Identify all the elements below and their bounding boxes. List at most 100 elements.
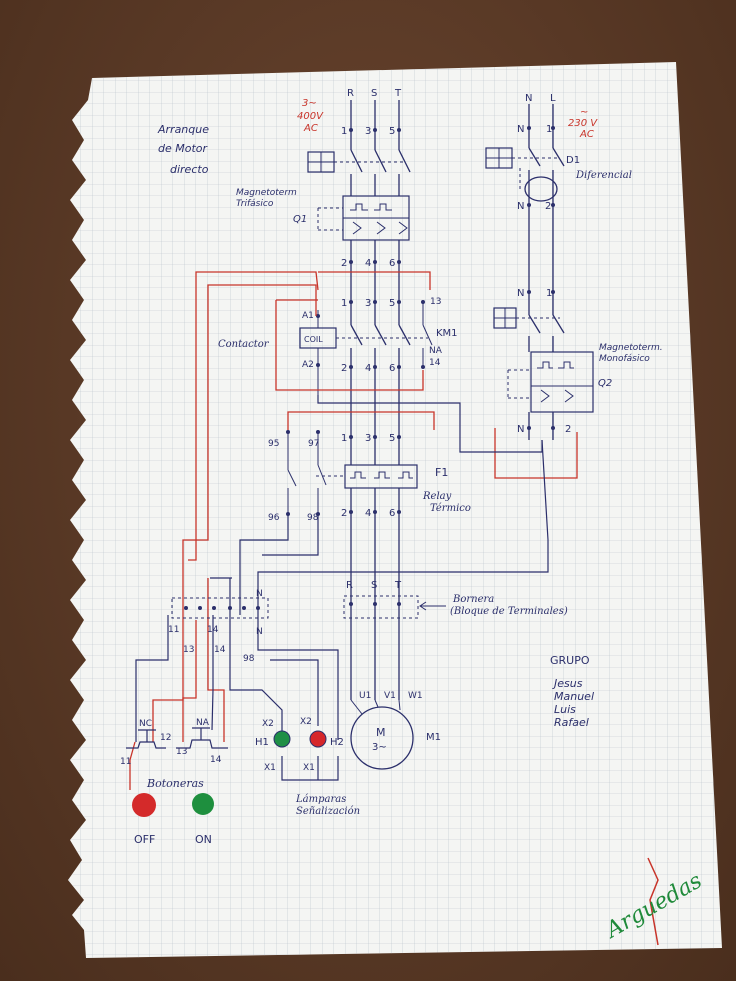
- btn-label: Botoneras: [146, 777, 204, 790]
- supply-3ph-voltage: 3~: [302, 98, 317, 109]
- aux-n-bot: N: [256, 627, 263, 637]
- bornera-t: T: [394, 580, 402, 591]
- group-title: GRUPO: [550, 654, 590, 667]
- bornera-label-2: (Bloque de Terminales): [450, 606, 568, 617]
- btn-off-label: OFF: [134, 833, 155, 846]
- diagram-title: Arranque de Motor directo: [157, 123, 209, 176]
- f1-t3: 3: [365, 433, 371, 444]
- q1-tag: Q1: [293, 214, 307, 225]
- lamp-x2-1: X2: [262, 719, 274, 729]
- km1-label: Contactor: [218, 339, 270, 350]
- km1-contactor: [299, 300, 433, 395]
- q2-label-1: Magnetoterm.: [599, 343, 663, 353]
- motor-v1: V1: [384, 691, 396, 701]
- q2-tag: Q2: [598, 378, 612, 389]
- n-2: N: [517, 201, 524, 212]
- group-block: GRUPO Jesus Manuel Luis Rafael: [550, 654, 594, 729]
- lamp-h2: H2: [330, 737, 344, 748]
- km1-a1: A1: [302, 311, 314, 321]
- q1-t3: 3: [365, 126, 371, 137]
- km1-aux13: 13: [430, 297, 441, 307]
- aux-terminal-block: [171, 597, 269, 619]
- lamp-x1-2: X1: [303, 763, 315, 773]
- phase-labels: R S T N L: [347, 88, 556, 104]
- paper-sheet: [68, 62, 722, 958]
- motor-phase: 3~: [372, 742, 387, 753]
- supply-1ph-voltage: ~: [580, 107, 588, 118]
- supply-3ph-unit: AC: [303, 123, 318, 134]
- aux-11: 11: [168, 625, 179, 635]
- f1-label-1: Relay: [422, 491, 452, 502]
- supply-1ph-unit: AC: [579, 129, 594, 140]
- lamp-h1-icon: [273, 730, 291, 748]
- btn-na: NA: [196, 718, 210, 728]
- l-3: 1: [546, 288, 552, 299]
- f1-relay: [286, 430, 418, 516]
- power-lines: [350, 100, 411, 700]
- f1-97: 97: [308, 439, 319, 449]
- red-control-wiring: [129, 271, 578, 790]
- supply-1ph-label: ~ 230 V AC: [568, 107, 598, 140]
- group-member-1: Jesus: [552, 677, 583, 690]
- km1-t1: 1: [341, 298, 347, 309]
- q2-label: Magnetoterm. Monofásico Q2: [598, 343, 663, 389]
- aux-terminal-labels: 11 14 13 14 N N 98: [168, 589, 263, 664]
- km1-tag: KM1: [436, 328, 458, 339]
- group-member-4: Rafael: [554, 716, 589, 729]
- phase-r: R: [347, 88, 354, 99]
- km1-aux14: 14: [429, 358, 441, 368]
- bornera-labels: R S T Bornera (Bloque de Terminales): [346, 580, 568, 617]
- q1-label: Magnetoterm Trifásico Q1: [236, 188, 307, 225]
- on-button-icon[interactable]: [192, 793, 214, 815]
- off-button-icon[interactable]: [132, 793, 156, 817]
- phase-n: N: [525, 93, 532, 104]
- supply-1ph-value: 230 V: [568, 118, 598, 129]
- bornera-s: S: [371, 580, 377, 591]
- q1-terminal-numbers: 1 3 5 2 4 6 1 3 5 2 4 6 1 3 5 2 4 6: [341, 126, 395, 519]
- f1-t5: 5: [389, 433, 395, 444]
- l-4: 2: [565, 424, 571, 435]
- f1-t2: 2: [341, 508, 347, 519]
- aux-98: 98: [243, 654, 255, 664]
- title-line-1: Arranque: [157, 123, 209, 136]
- aux-13: 13: [183, 645, 194, 655]
- q1-t1: 1: [341, 126, 347, 137]
- f1-96: 96: [268, 513, 280, 523]
- km1-na: NA: [429, 346, 443, 356]
- supply-3ph-value: 400V: [297, 111, 324, 122]
- btn-11: 11: [120, 757, 131, 767]
- phase-l: L: [550, 93, 556, 104]
- n-1: N: [517, 124, 524, 135]
- n-4: N: [517, 424, 524, 435]
- btn-13: 13: [176, 747, 187, 757]
- lamps-label-2: Señalización: [296, 806, 360, 817]
- group-member-3: Luis: [554, 703, 576, 716]
- motor-m1: [350, 699, 414, 770]
- lamps-label-1: Lámparas: [295, 794, 346, 805]
- q1-label-2: Trifásico: [236, 199, 274, 209]
- title-line-3: directo: [170, 163, 209, 176]
- f1-t4: 4: [365, 508, 371, 519]
- d1-test-button: [485, 147, 560, 190]
- q1-label-1: Magnetoterm: [236, 188, 297, 198]
- push-button-labels: NC NA 11 12 13 14 Botoneras OFF ON: [120, 718, 222, 846]
- f1-t1: 1: [341, 433, 347, 444]
- q1-t5: 5: [389, 126, 395, 137]
- terminal-dots: [349, 128, 401, 606]
- single-phase-dots: [527, 126, 555, 430]
- bornera: [343, 595, 446, 619]
- lamp-labels: X2 X2 H1 H2 X1 X1 Lámparas Señalización: [255, 717, 360, 817]
- phase-t: T: [394, 88, 402, 99]
- push-buttons: [126, 727, 228, 749]
- d1-labels: N 1 N 2 N 1 N 2 D1 Diferencial: [517, 124, 632, 435]
- bornera-label-1: Bornera: [452, 594, 494, 605]
- q1-t2: 2: [341, 258, 347, 269]
- motor-letter: M: [376, 726, 386, 739]
- motor-u1: U1: [359, 691, 371, 701]
- q1-t6: 6: [389, 258, 395, 269]
- f1-tag: F1: [435, 466, 448, 479]
- btn-nc: NC: [139, 719, 152, 729]
- aux-14a: 14: [207, 625, 219, 635]
